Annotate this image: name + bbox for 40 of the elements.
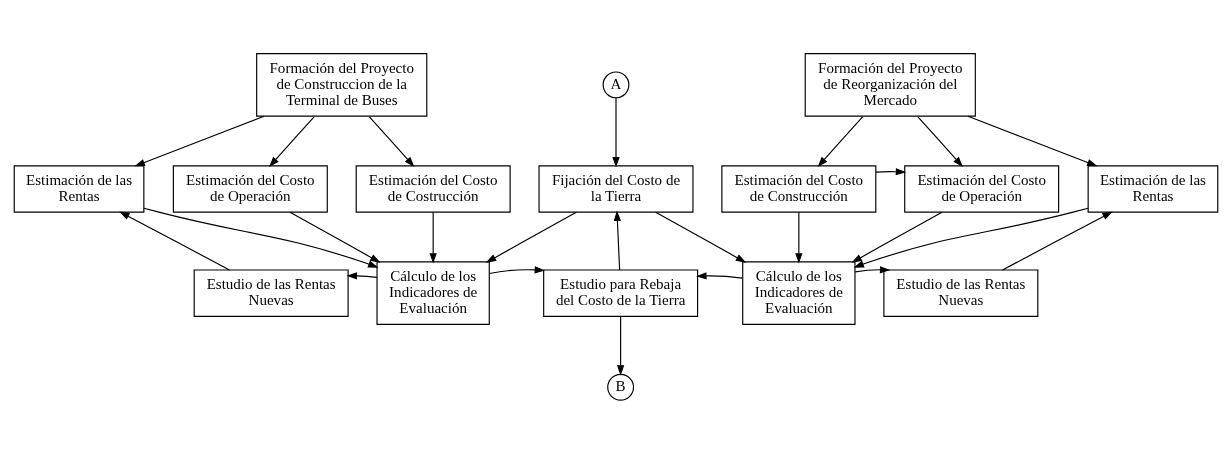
arrow [346, 271, 378, 280]
node-circle: B [607, 373, 635, 401]
arrow [134, 115, 265, 166]
arrow [696, 271, 744, 279]
arrow [967, 115, 1098, 166]
node-box: Estimación del Costo de Costrucción [355, 164, 511, 213]
arrow [613, 210, 622, 271]
node-box: Estudio para Rebaja del Costo de la Tierra [543, 268, 699, 317]
node-box: Fijación del Costo de la Tierra [538, 164, 694, 213]
arrow [655, 211, 747, 263]
node-box: Formación del Proyecto de Construccion de la Terminal de Buses [256, 52, 428, 117]
node-box: Cálculo de los Indicadores de Evaluación [376, 260, 490, 325]
node-box: Estudio de las Rentas Nuevas [883, 268, 1039, 317]
node-circle: A [602, 70, 630, 98]
arrow [289, 211, 381, 263]
arrow [488, 265, 546, 274]
arrow [854, 265, 891, 273]
arrow [485, 211, 577, 263]
arrow [616, 315, 625, 376]
node-box: Estimación de las Rentas [1087, 164, 1219, 213]
arrow [851, 211, 943, 263]
arrow [795, 211, 803, 264]
node-box: Estimación del Costo de Construcción [721, 164, 877, 213]
arrow [368, 115, 415, 167]
node-box: Estudio de las Rentas Nuevas [193, 268, 349, 317]
node-box: Estimación del Costo de Operación [172, 164, 328, 213]
arrow [269, 115, 315, 167]
node-box: Cálculo de los Indicadores de Evaluación [742, 260, 856, 325]
node-box: Estimación de las Rentas [13, 164, 145, 213]
arrow [119, 210, 231, 271]
arrow [612, 97, 620, 168]
arrow [817, 115, 864, 167]
arrow [917, 115, 963, 167]
arrow [853, 207, 1089, 268]
arrow [143, 207, 379, 268]
node-box: Formación del Proyecto de Reorganización del Mercado [804, 52, 976, 117]
arrow [429, 211, 437, 264]
arrow [875, 167, 907, 175]
arrow [1001, 210, 1113, 271]
node-box: Estimación del Costo de Operación [904, 164, 1060, 213]
